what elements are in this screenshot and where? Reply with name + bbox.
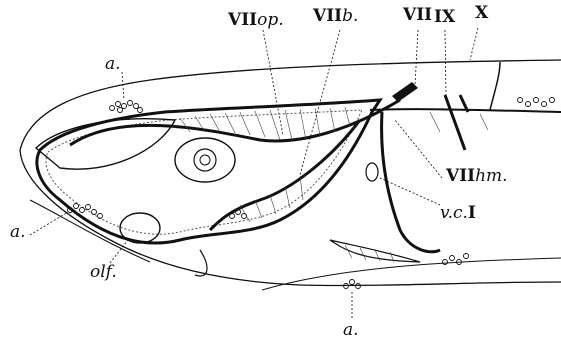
label-ix: IX bbox=[434, 9, 455, 26]
nerve-ix bbox=[445, 95, 465, 150]
ampulla-cluster-left bbox=[68, 204, 103, 219]
label-vii-op: VIIop. bbox=[228, 12, 284, 29]
label-vii-b: VIIb. bbox=[313, 8, 358, 25]
label-x: X bbox=[475, 5, 488, 22]
label-vii: VII bbox=[403, 7, 432, 24]
label-a-left: a. bbox=[10, 224, 26, 241]
nerve-vii-root bbox=[392, 82, 418, 102]
snout-lower-outline bbox=[30, 200, 150, 262]
label-a-top: a. bbox=[105, 56, 121, 73]
eye-ring bbox=[194, 149, 216, 171]
ampulla-cluster-top bbox=[110, 101, 143, 113]
nerve-vii-hm bbox=[382, 112, 440, 252]
label-vc-i: v.c.I bbox=[440, 205, 476, 222]
eye-pupil bbox=[200, 155, 210, 165]
dorsal-branch bbox=[490, 62, 500, 110]
eye-outer bbox=[175, 138, 235, 182]
label-a-bottom: a. bbox=[343, 322, 359, 339]
hyoid-arch bbox=[330, 240, 420, 262]
olfactory-capsule bbox=[120, 213, 160, 243]
head-capsule-outer bbox=[37, 100, 380, 243]
vc-opening bbox=[366, 163, 378, 181]
label-olf: olf. bbox=[90, 264, 117, 281]
label-vii-hm: VIIhm. bbox=[446, 168, 508, 185]
ampulla-cluster-bottom bbox=[344, 280, 361, 289]
